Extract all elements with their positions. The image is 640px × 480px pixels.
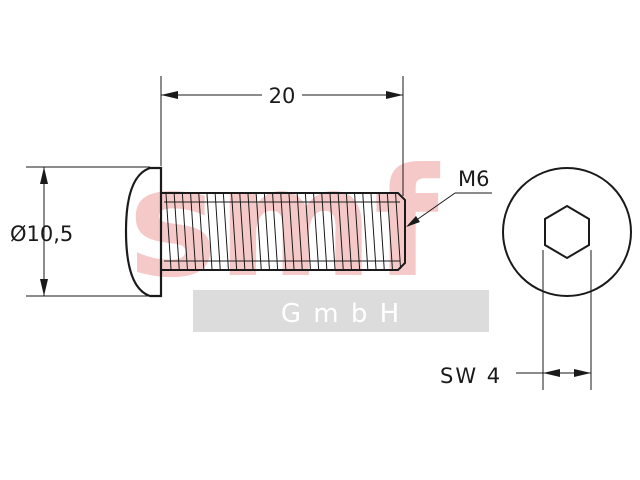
callout-arrow — [406, 216, 420, 227]
diameter-label: Ø10,5 — [10, 222, 73, 246]
thread-line-12 — [263, 193, 270, 270]
thread-line-17 — [304, 193, 311, 270]
thread-line-1 — [173, 193, 180, 270]
thread-line-27 — [386, 193, 393, 270]
thread-line-23 — [354, 193, 361, 270]
thread-line-11 — [255, 193, 262, 270]
thread-line-20 — [329, 193, 336, 270]
watermark-band — [193, 290, 489, 332]
thread-line-25 — [370, 193, 377, 270]
arrow-right — [386, 91, 403, 99]
thread-line-2 — [181, 193, 188, 270]
thread-line-13 — [272, 193, 279, 270]
thread-line-15 — [288, 193, 295, 270]
length-label: 20 — [269, 84, 296, 108]
thread-lines — [165, 193, 402, 270]
thread-line-24 — [362, 193, 369, 270]
thread-line-14 — [280, 193, 287, 270]
watermark: smf G m b H — [128, 137, 489, 332]
hex-key-dimension: SW 4 — [440, 250, 592, 390]
hex-key-label: SW 4 — [440, 364, 502, 388]
thread-callout: M6 — [406, 167, 492, 227]
arrow-up — [40, 167, 48, 184]
hex-socket — [544, 204, 590, 260]
thread-line-26 — [378, 193, 385, 270]
thread-line-5 — [206, 193, 213, 270]
thread-line-9 — [239, 193, 246, 270]
screw-shank — [161, 192, 406, 271]
diameter-dimension: Ø10,5 — [10, 166, 150, 297]
thread-line-16 — [296, 193, 303, 270]
thread-line-7 — [222, 193, 229, 270]
thread-line-0 — [165, 193, 172, 270]
screw-head — [124, 166, 163, 298]
arrow-sw-right — [574, 369, 591, 377]
thread-line-21 — [337, 193, 344, 270]
thread-line-10 — [247, 193, 254, 270]
thread-line-22 — [345, 193, 352, 270]
thread-label: M6 — [458, 167, 489, 191]
arrow-down — [40, 279, 48, 296]
thread-line-18 — [313, 193, 320, 270]
screw-side-view — [124, 166, 406, 298]
watermark-subtitle: G m b H — [281, 299, 401, 329]
thread-line-8 — [231, 193, 238, 270]
thread-line-6 — [214, 193, 221, 270]
watermark-logo: smf — [128, 137, 441, 311]
thread-line-19 — [321, 193, 328, 270]
screw-end-view — [502, 167, 632, 297]
thread-line-4 — [198, 193, 205, 270]
thread-line-28 — [395, 193, 402, 270]
arrow-left — [161, 91, 178, 99]
length-dimension: 20 — [160, 76, 404, 196]
head-circle — [502, 167, 632, 297]
thread-line-3 — [190, 193, 197, 270]
arrow-sw-left — [543, 369, 560, 377]
